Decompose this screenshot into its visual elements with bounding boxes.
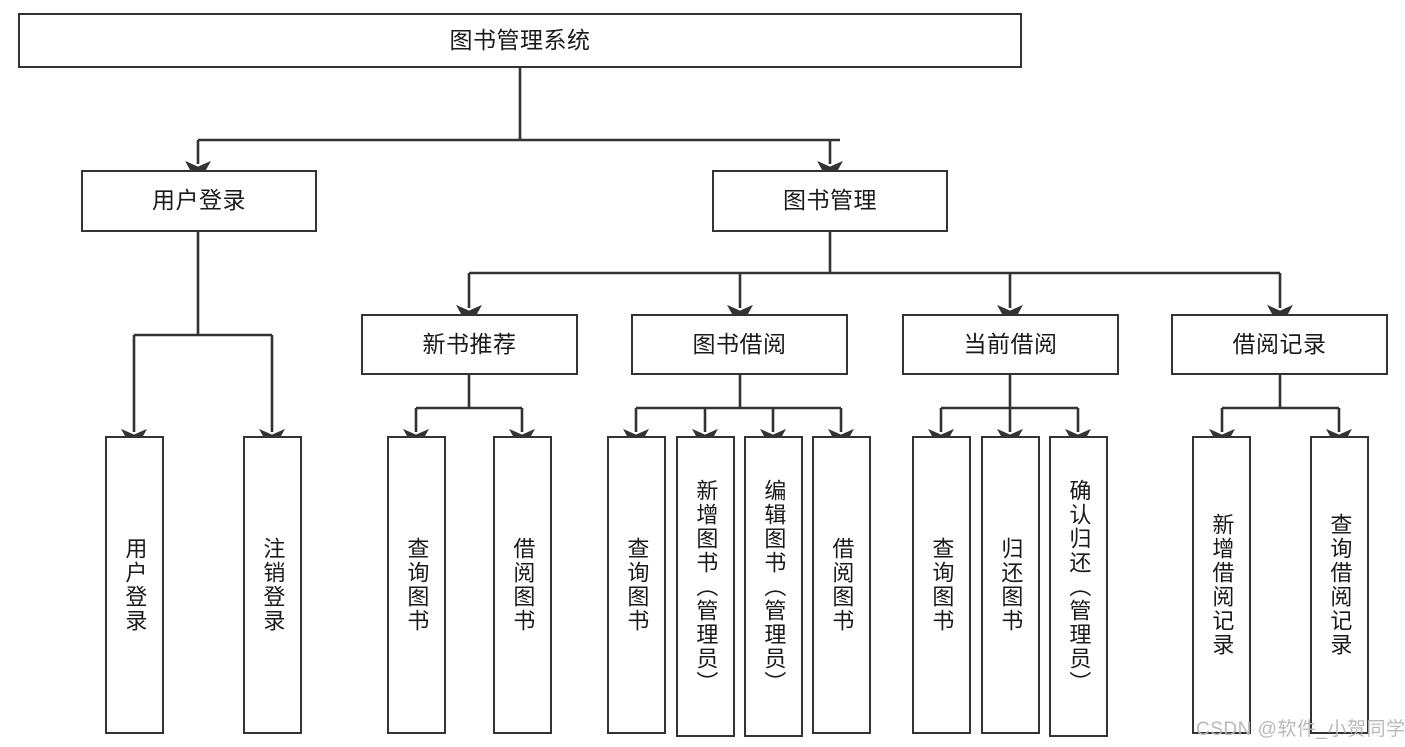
- node-label: 查询图书: [404, 537, 430, 633]
- node-leaf-add-borrow-record[interactable]: 新增借阅记录: [1192, 436, 1251, 734]
- node-user-login[interactable]: 用户登录: [81, 170, 317, 232]
- node-label: 新增图书（管理员）: [693, 478, 719, 695]
- node-label: 借阅记录: [1232, 330, 1327, 357]
- node-label: 图书管理: [783, 187, 877, 214]
- node-label: 图书管理系统: [449, 26, 591, 53]
- csdn-watermark: CSDN @软件_小贺同学: [1196, 719, 1405, 740]
- node-leaf-borrow-book-rec[interactable]: 借阅图书: [493, 436, 552, 734]
- node-label: 确认归还（管理员）: [1066, 478, 1092, 695]
- node-label: 查询图书: [929, 537, 955, 633]
- node-leaf-edit-book-admin[interactable]: 编辑图书（管理员）: [744, 436, 803, 737]
- node-borrowing-record[interactable]: 借阅记录: [1171, 314, 1388, 375]
- node-leaf-user-login[interactable]: 用户登录: [105, 436, 164, 734]
- node-label: 新增借阅记录: [1209, 513, 1235, 657]
- node-label: 注销登录: [260, 537, 286, 633]
- node-leaf-add-book-admin[interactable]: 新增图书（管理员）: [676, 436, 735, 737]
- node-new-book-recommendation[interactable]: 新书推荐: [361, 314, 578, 375]
- node-leaf-borrow-book-borrow[interactable]: 借阅图书: [812, 436, 871, 734]
- node-label: 用户登录: [152, 187, 246, 214]
- node-label: 图书借阅: [692, 330, 787, 357]
- node-label: 借阅图书: [829, 537, 855, 633]
- node-label: 用户登录: [122, 537, 148, 633]
- node-label: 当前借阅: [963, 330, 1058, 357]
- node-leaf-confirm-return-admin[interactable]: 确认归还（管理员）: [1049, 436, 1108, 737]
- node-root-book-management-system[interactable]: 图书管理系统: [18, 13, 1022, 68]
- node-leaf-query-borrow-record[interactable]: 查询借阅记录: [1310, 436, 1369, 734]
- node-label: 新书推荐: [422, 330, 517, 357]
- node-leaf-query-book-borrow[interactable]: 查询图书: [607, 436, 666, 734]
- node-label: 借阅图书: [510, 537, 536, 633]
- node-current-borrowing[interactable]: 当前借阅: [902, 314, 1119, 375]
- node-label: 查询借阅记录: [1327, 513, 1353, 657]
- node-label: 归还图书: [998, 537, 1024, 633]
- node-book-management[interactable]: 图书管理: [712, 170, 948, 232]
- node-label: 编辑图书（管理员）: [761, 478, 787, 695]
- node-leaf-query-book-rec[interactable]: 查询图书: [387, 436, 446, 734]
- node-book-borrowing[interactable]: 图书借阅: [631, 314, 848, 375]
- node-leaf-logout[interactable]: 注销登录: [243, 436, 302, 734]
- node-leaf-return-book[interactable]: 归还图书: [981, 436, 1040, 734]
- node-label: 查询图书: [624, 537, 650, 633]
- node-leaf-query-book-current[interactable]: 查询图书: [912, 436, 971, 734]
